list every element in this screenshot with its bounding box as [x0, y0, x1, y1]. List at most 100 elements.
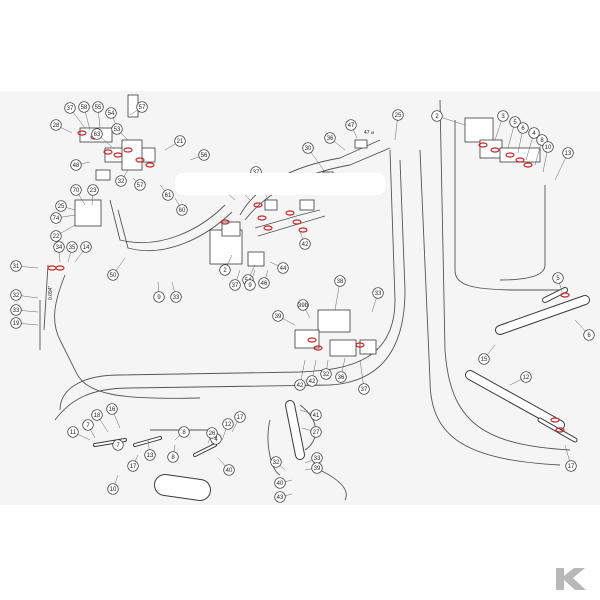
callout-c79: 26 — [206, 427, 218, 439]
callout-c75: 12 — [222, 418, 234, 430]
callout-number: 38 — [337, 279, 344, 285]
callout-c50: 42 — [299, 238, 311, 250]
highlighted-seals — [47, 130, 570, 433]
callout-c31: 6 — [517, 122, 529, 134]
callout-c1: 37 — [64, 102, 76, 114]
callout-number: 7 — [116, 443, 120, 449]
callout-c52: 33 — [170, 291, 182, 303]
callout-c18: 25 — [55, 200, 67, 212]
callout-c41: 33 — [10, 304, 22, 316]
callout-number: 43 — [277, 495, 284, 501]
callout-number: 36 — [327, 136, 334, 142]
callout-c61: 37 — [358, 383, 370, 395]
callout-number: 11 — [70, 430, 77, 436]
callout-c14: 61 — [162, 189, 174, 201]
kramp-k-logo-icon — [556, 568, 586, 590]
callout-number: 39 — [275, 314, 282, 320]
callout-c68: 7 — [82, 419, 94, 431]
callout-number: 12 — [225, 422, 232, 428]
callout-c4: 54 — [105, 107, 117, 119]
callout-number: 32 — [118, 179, 125, 185]
callout-c56: 33 — [372, 287, 384, 299]
callout-number: 30 — [305, 146, 312, 152]
callout-number: 12 — [523, 375, 530, 381]
callout-c11: 48 — [70, 159, 82, 171]
callout-c76: 8 — [167, 451, 179, 463]
callout-number: 16 — [109, 407, 116, 413]
callout-number: 6 — [587, 333, 591, 339]
callout-number: 32 — [13, 293, 20, 299]
spec-annotation: 47 ⌀ — [364, 130, 374, 136]
callout-c87: 40 — [274, 477, 286, 489]
callout-c85: 33 — [311, 452, 323, 464]
callout-number: 58 — [81, 105, 88, 111]
callout-c37: 35 — [66, 241, 78, 253]
callout-number: 42 — [302, 242, 309, 248]
callout-c7: 63 — [91, 128, 103, 140]
callout-c65: 12 — [520, 371, 532, 383]
callout-c86: 39 — [311, 462, 323, 474]
callout-number: 47 — [348, 123, 355, 129]
callout-number: 17 — [130, 464, 137, 470]
callout-c58: 42 — [306, 375, 318, 387]
callout-number: 25 — [395, 113, 402, 119]
callout-number: 35 — [69, 245, 76, 251]
callout-number: 2 — [223, 268, 227, 274]
callout-number: 25 — [58, 204, 65, 210]
callout-c47: 9 — [244, 279, 256, 291]
callout-number: 46 — [261, 281, 268, 287]
callout-c62: 5 — [552, 272, 564, 284]
callout-number: 53 — [114, 127, 121, 133]
callout-number: 61 — [165, 193, 172, 199]
callout-number: 33 — [314, 456, 321, 462]
callout-number: 13 — [147, 453, 154, 459]
callout-number: 54 — [108, 111, 115, 117]
callout-number: 10 — [545, 145, 552, 151]
callout-number: 19 — [13, 321, 20, 327]
callout-number: 28 — [53, 123, 60, 129]
callout-number: 39b — [298, 303, 309, 309]
callout-c67: 11 — [67, 426, 79, 438]
callout-c17: 23 — [87, 184, 99, 196]
callout-c77: 17 — [127, 460, 139, 472]
callout-c66: 17 — [565, 460, 577, 472]
callout-c42: 19 — [10, 317, 22, 329]
callout-c53: 38 — [334, 275, 346, 287]
callout-c73: 13 — [144, 449, 156, 461]
callout-c70: 18 — [91, 409, 103, 421]
callout-number: 33 — [173, 295, 180, 301]
callout-c84: 32 — [270, 456, 282, 468]
header-whiteout — [175, 173, 385, 195]
callout-number: 8 — [171, 455, 175, 461]
callout-c88: 43 — [274, 491, 286, 503]
callout-c19: 74 — [50, 212, 62, 224]
callout-c78: 10 — [107, 483, 119, 495]
callout-number: 55 — [95, 105, 102, 111]
callout-c48: 46 — [258, 277, 270, 289]
callout-number: 33 — [13, 308, 20, 314]
callout-c9: 21 — [174, 135, 186, 147]
callout-number: 32 — [323, 372, 330, 378]
callout-number: 40 — [226, 468, 233, 474]
callout-c24: 30 — [302, 142, 314, 154]
callout-number: 3 — [501, 114, 505, 120]
callout-c6: 28 — [50, 119, 62, 131]
callout-c80: 17 — [234, 411, 246, 423]
callout-number: 4 — [214, 437, 218, 443]
callout-c72: 7 — [112, 439, 124, 451]
callout-c81: 40 — [223, 464, 235, 476]
callout-c5: 57 — [136, 101, 148, 113]
callout-number: 57 — [137, 183, 144, 189]
callout-number: 34 — [56, 245, 63, 251]
callout-number: 42 — [297, 383, 304, 389]
callout-c32: 4 — [528, 127, 540, 139]
callout-c28: 2 — [431, 110, 443, 122]
callout-number: 10 — [110, 487, 117, 493]
callout-number: 31 — [13, 264, 20, 270]
callout-number: 50 — [110, 273, 117, 279]
callout-c43: 50 — [107, 269, 119, 281]
callout-c29: 3 — [497, 110, 509, 122]
callout-number: 57 — [139, 105, 146, 111]
callout-number: 2 — [435, 114, 439, 120]
